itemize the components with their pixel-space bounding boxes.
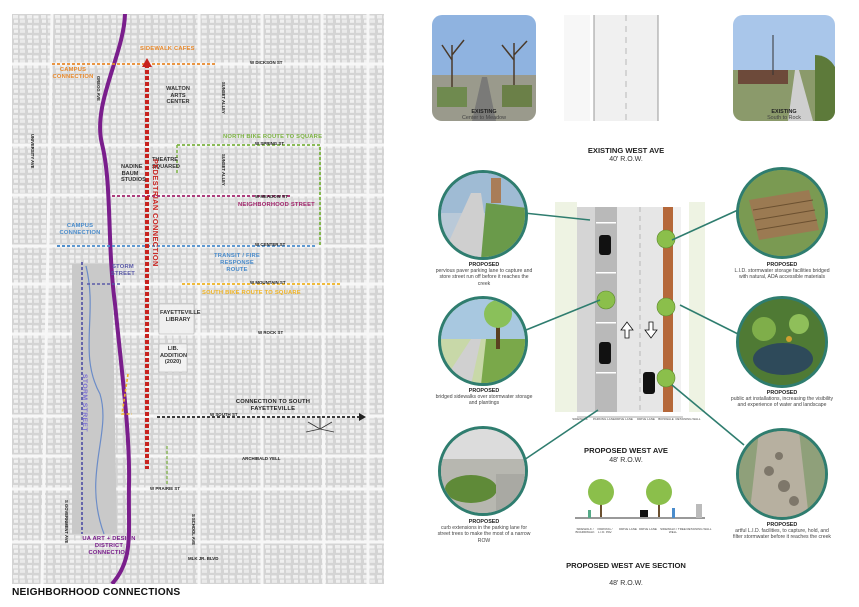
section-label-1: SIDEWALK / BOARDWALK [575, 527, 595, 535]
proposed-circle-1 [438, 170, 528, 260]
street-meadow: W MEADOW ST [255, 194, 288, 199]
proposed-circle-5 [736, 296, 828, 388]
proposed-label-2: PROPOSED [468, 388, 500, 394]
place-walton: WALTON ARTS CENTER [166, 86, 190, 105]
proposed-desc-3: curb extensions in the parking lane for … [437, 525, 531, 544]
plan-label-4: DRIVE LANE [637, 417, 655, 421]
existing-photo-center-meadow [432, 15, 536, 121]
photo-street-trees [432, 15, 536, 121]
proposed-row: 48' R.O.W. [609, 457, 643, 464]
proposed-circle-3 [438, 426, 528, 516]
street-prairie: W PRAIRIE ST [150, 486, 181, 491]
existing-caption-left: EXISTING Center to Meadow [452, 109, 516, 122]
map-title: NEIGHBORHOOD CONNECTIONS [12, 587, 181, 598]
proposed-text-3: PROPOSED curb extensions in the parking … [434, 519, 534, 544]
section-title: PROPOSED WEST AVE SECTION [566, 561, 686, 570]
street-mlk: MLK JR. BLVD [188, 556, 219, 561]
proposed-text-1: PROPOSED pervious paver parking lane to … [434, 262, 534, 287]
section-label-3: DRIVE LANE [619, 527, 637, 531]
section-label-4: DRIVE LANE [639, 527, 657, 531]
street-archibald: ARCHIBALD YELL [242, 456, 281, 461]
route-transit-fire: TRANSIT / FIRE RESPONSE ROUTE [214, 253, 260, 273]
proposed-section-graphic [575, 479, 705, 519]
proposed-plan: SIDEWALK PARKING LANE DRIVE LANE DRIVE L… [555, 192, 705, 430]
purple-trail [98, 14, 132, 584]
neighborhood-map: W DICKSON ST W SPRING ST W MEADOW ST W C… [12, 14, 384, 584]
street-dickson: W DICKSON ST [250, 60, 283, 65]
proposed-title: PROPOSED WEST AVE [584, 446, 668, 455]
street-south: W SOUTH ST [210, 412, 238, 417]
photo-water-garden [739, 299, 825, 385]
street-rock: W ROCK ST [258, 330, 284, 335]
existing-label-right: EXISTING [771, 109, 797, 115]
photo-paver-lane [441, 173, 525, 257]
proposed-text-5: PROPOSED public art installations, incre… [730, 390, 834, 409]
existing-sub-right: South to Rock [767, 115, 801, 122]
proposed-desc-1: pervious paver parking lane to capture a… [435, 268, 533, 287]
proposed-desc-4: L.I.D. stormwater storage facilities bri… [734, 268, 830, 281]
street-mountain: W MOUNTAIN ST [250, 280, 286, 285]
existing-title: EXISTING WEST AVE [587, 146, 665, 155]
section-label-5: SIDEWALK / TREE WELL [660, 527, 686, 535]
photo-bridged-sidewalk [441, 299, 525, 383]
proposed-label-6: PROPOSED [766, 522, 798, 528]
place-theatre: THEATRE SQUARED [152, 157, 180, 170]
existing-label-left: EXISTING [471, 109, 497, 115]
existing-row: 40' R.O.W. [609, 156, 643, 163]
existing-sub-left: Center to Meadow [461, 115, 507, 122]
route-south-bike: SOUTH BIKE ROUTE TO SQUARE [202, 290, 301, 296]
photo-stone-runnel [739, 431, 825, 517]
plan-label-5: BIOSWALE [658, 417, 674, 421]
route-neighborhood: NEIGHBORHOOD STREET [238, 202, 315, 208]
route-north-bike: NORTH BIKE ROUTE TO SQUARE [223, 134, 323, 140]
proposed-desc-5: public art installations, increasing the… [730, 396, 834, 409]
street-center: W CENTER ST [255, 242, 286, 247]
proposed-desc-2: bridged sidewalks over stormwater storag… [435, 394, 533, 407]
street-spring: W SPRING ST [255, 141, 285, 146]
sunburst-marker [305, 416, 335, 433]
plan-label-2: PARKING LANE [593, 417, 615, 421]
photo-road-fence [733, 15, 835, 121]
existing-caption-right: EXISTING South to Rock [754, 109, 814, 122]
proposed-desc-6: artful L.I.D. facilities, to capture, ho… [733, 528, 831, 541]
route-campus-connection-west: CAMPUS CONNECTION [59, 223, 101, 236]
place-nadine: NADINE BAUM STUDIOS [121, 164, 146, 183]
place-addition: LIB. ADDITION (2020) [160, 346, 188, 365]
proposed-text-4: PROPOSED L.I.D. stormwater storage facil… [730, 262, 834, 281]
route-sidewalk-cafes: SIDEWALK CAFES [140, 46, 195, 52]
place-library: FAYETTEVILLE LIBRARY [160, 310, 201, 323]
existing-plan-graphic [564, 15, 659, 121]
map-graphics [12, 14, 384, 584]
section-row: 48' R.O.W. [609, 580, 643, 587]
route-storm-street: STORM STREET [110, 264, 136, 277]
proposed-plan-graphic [555, 202, 705, 418]
section-label-2: PARKING / L.I.D. PAV. [597, 527, 613, 535]
proposed-label-3: PROPOSED [468, 519, 500, 525]
proposed-text-6: PROPOSED artful L.I.D. facilities, to ca… [730, 522, 834, 541]
proposed-label-1: PROPOSED [468, 262, 500, 268]
proposed-circle-4 [736, 167, 828, 259]
route-south-fayetteville: CONNECTION TO SOUTH FAYETTEVILLE [235, 399, 311, 412]
section-label-6: RETAINING WALL [686, 527, 712, 531]
photo-curb-extension [441, 429, 525, 513]
proposed-circle-6 [736, 428, 828, 520]
proposed-section [570, 474, 710, 526]
proposed-text-2: PROPOSED bridged sidewalks over stormwat… [434, 388, 534, 407]
plan-label-6: RETAINING WALL [675, 417, 701, 421]
proposed-label-4: PROPOSED [766, 262, 798, 268]
photo-wood-bridge [739, 170, 825, 256]
plan-label-1: SIDEWALK [572, 417, 588, 421]
proposed-circle-2 [438, 296, 528, 386]
route-ua-art: UA ART + DESIGN DISTRICT CONNECTION [82, 536, 136, 556]
plan-label-3: DRIVE LANE [615, 417, 633, 421]
route-campus-connection-north: CAMPUS CONNECTION [52, 67, 94, 80]
existing-photo-south-rock [733, 15, 835, 121]
section-labels: SIDEWALK / BOARDWALK PARKING / L.I.D. PA… [574, 527, 712, 540]
existing-plan-strip [556, 15, 696, 121]
proposed-label-5: PROPOSED [766, 390, 798, 396]
